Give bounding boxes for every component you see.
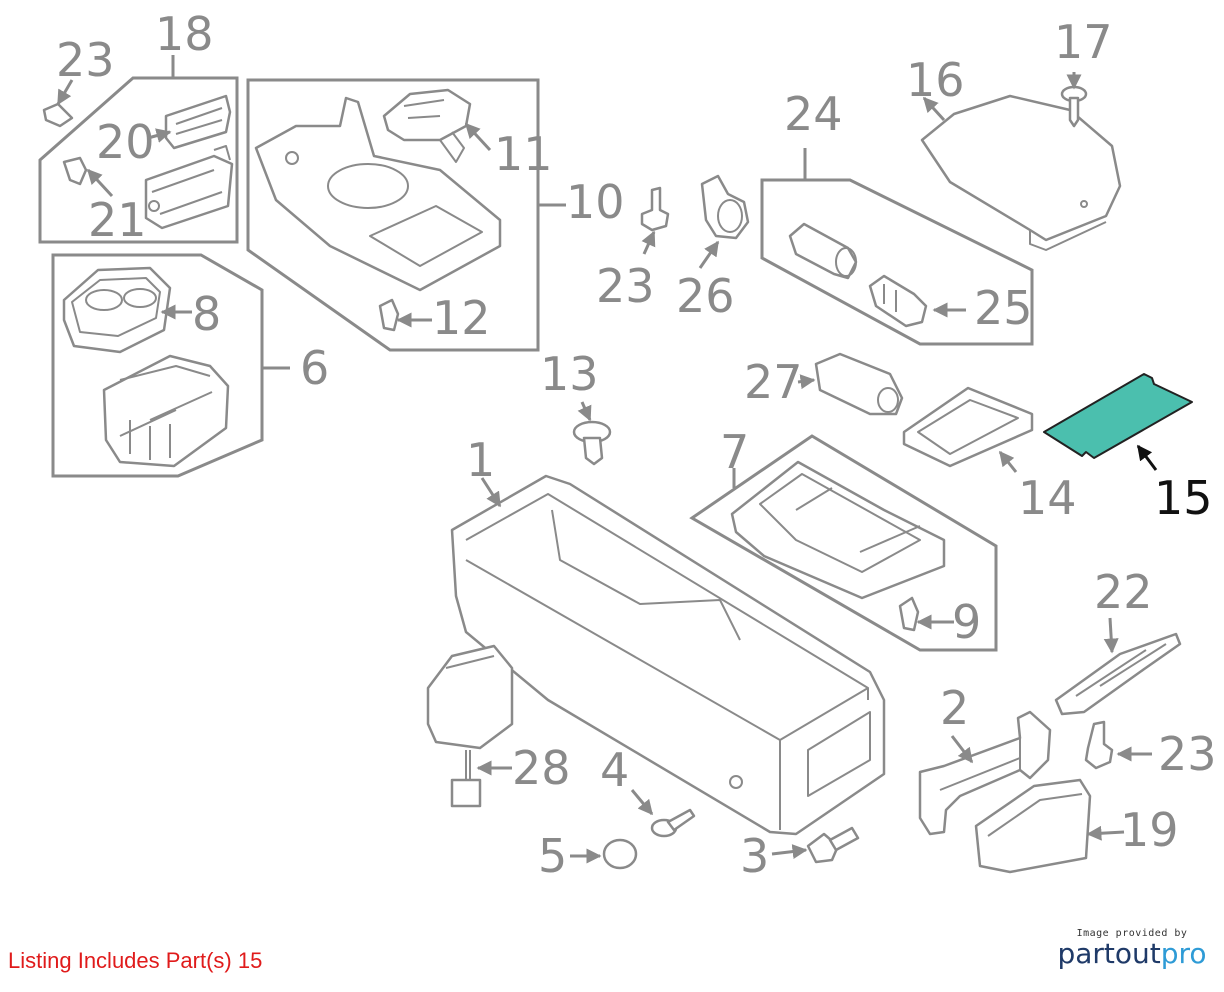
part-4-screw (650, 808, 696, 838)
part-5-plug (602, 838, 638, 870)
callout-8: 8 (192, 287, 221, 341)
callout-2: 2 (940, 681, 969, 735)
group-box-24 (760, 148, 1034, 346)
callout-labels: 18 23 20 21 8 6 11 10 12 23 26 24 16 17 … (56, 7, 1217, 883)
part-20-switch (164, 94, 232, 150)
part-27-switch (814, 352, 904, 416)
callout-3: 3 (740, 829, 769, 883)
part-23-clip-right (1084, 720, 1114, 770)
callout-23-right: 23 (1158, 727, 1217, 781)
callout-25: 25 (974, 281, 1033, 335)
callout-21: 21 (88, 193, 147, 247)
callout-14: 14 (1018, 471, 1077, 525)
callout-18: 18 (155, 7, 214, 61)
callout-28: 28 (512, 741, 571, 795)
callout-6: 6 (300, 341, 329, 395)
callout-1: 1 (466, 433, 495, 487)
callout-27: 27 (744, 355, 803, 409)
callout-13: 13 (540, 347, 599, 401)
callout-11: 11 (494, 127, 553, 181)
group-box-10 (246, 78, 566, 352)
callout-26: 26 (676, 269, 735, 323)
callout-7: 7 (720, 425, 749, 479)
part-16-armrest-lid (920, 94, 1122, 251)
callout-9: 9 (952, 595, 981, 649)
part-2-bracket (918, 710, 1052, 836)
part-22-bracket (1054, 632, 1182, 716)
callout-12: 12 (432, 291, 491, 345)
part-23-clip-top-left (42, 102, 74, 128)
part-3-bolt (806, 826, 860, 864)
group-box-18 (38, 55, 239, 244)
part-19-cover (974, 778, 1092, 874)
callout-23-top-left: 23 (56, 33, 115, 87)
callout-23-center: 23 (596, 259, 655, 313)
brand-name: partoutpro (1052, 937, 1212, 970)
part-15-mat-highlighted (1043, 373, 1193, 459)
brand-name-part1: partout (1057, 937, 1161, 970)
listing-note: Listing Includes Part(s) 15 (8, 948, 263, 973)
callout-24: 24 (784, 87, 843, 141)
brand-name-part2: pro (1160, 937, 1207, 970)
group-box-6 (51, 253, 290, 478)
callout-15-highlighted: 15 (1154, 471, 1213, 525)
part-13-clip (572, 420, 612, 466)
part-8-cupholder (62, 266, 172, 354)
callout-5: 5 (538, 829, 567, 883)
callout-10: 10 (566, 175, 625, 229)
part-23-clip-center (640, 186, 670, 232)
part-7-console-finisher (730, 460, 946, 600)
part-28-switch-assembly (426, 644, 514, 808)
leader-lines (56, 72, 1158, 864)
part-6-cupholder-housing (102, 354, 230, 468)
callout-17: 17 (1054, 15, 1113, 69)
callout-4: 4 (600, 743, 629, 797)
part-11-shift-indicator (382, 88, 472, 163)
part-18-switch-housing (144, 145, 234, 230)
callout-19: 19 (1120, 803, 1179, 857)
part-1-console-body (450, 474, 886, 836)
part-9-clip (898, 596, 920, 632)
group-box-7 (689, 434, 998, 652)
partoutpro-logo: Image provided by partoutpro (1052, 928, 1212, 970)
callout-16: 16 (906, 53, 965, 107)
part-14-tray (902, 386, 1034, 468)
part-12-clip (378, 298, 400, 332)
callout-20: 20 (96, 115, 155, 169)
part-24-cigar-lighter (788, 222, 858, 280)
part-10-shift-finisher (254, 96, 502, 292)
part-21-clip (62, 156, 88, 186)
part-26-socket (700, 174, 750, 240)
callout-22: 22 (1094, 565, 1153, 619)
brand-caption: Image provided by (1076, 928, 1188, 939)
part-25-lighter-socket (868, 274, 928, 328)
